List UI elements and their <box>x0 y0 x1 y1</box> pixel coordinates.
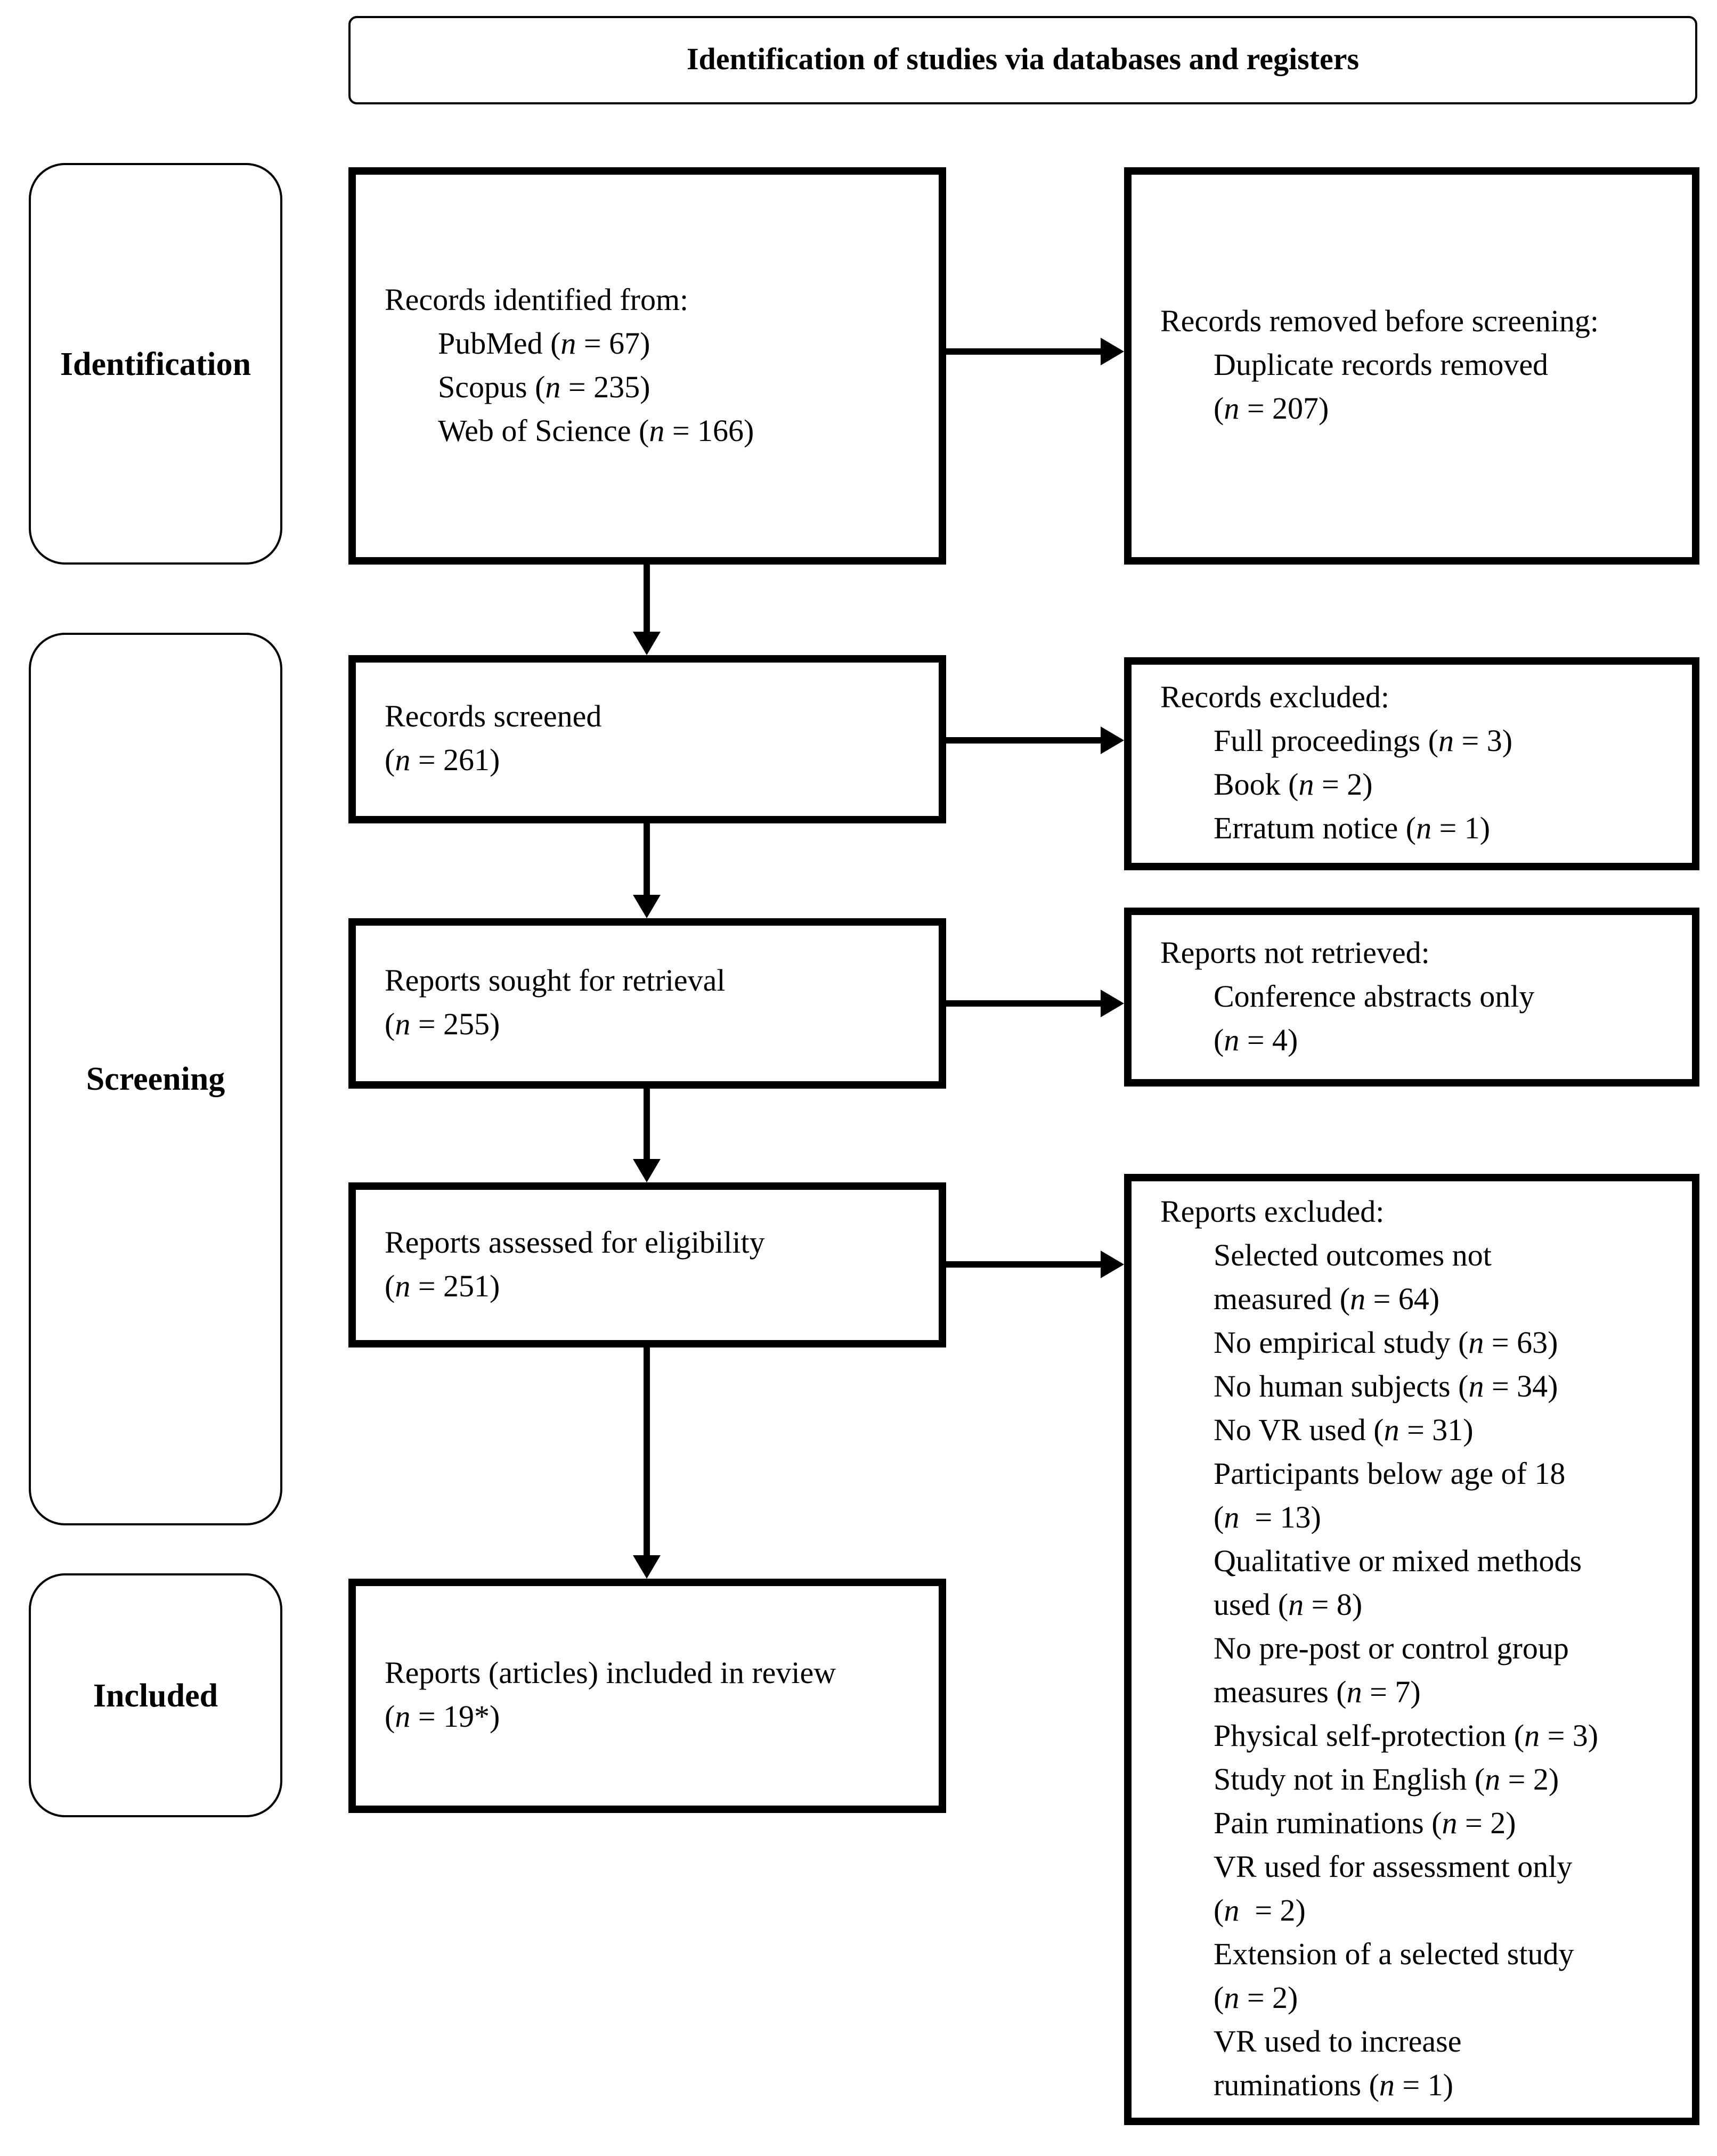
box-reports-assessed: Reports assessed for eligibility (n = 251… <box>348 1182 946 1348</box>
box-reports-sought: Reports sought for retrieval (n = 255) <box>348 918 946 1089</box>
text-line: measured (n = 64) <box>1214 1283 1440 1317</box>
text-line: Study not in English (n = 2) <box>1214 1763 1559 1797</box>
box-reports-not-retrieved: Reports not retrieved: Conference abstrac… <box>1124 908 1699 1087</box>
text-line: Book (n = 2) <box>1214 768 1373 802</box>
stage-label-identification: Identification <box>29 163 282 565</box>
text-line: VR used for assessment only <box>1214 1850 1573 1884</box>
stage-label-text: Identification <box>60 345 251 382</box>
stage-label-text: Screening <box>86 1060 225 1097</box>
arrow-right-shaft-1 <box>946 348 1103 355</box>
box-reports-included: Reports (articles) included in review (n … <box>348 1579 946 1813</box>
text-line: Scopus (n = 235) <box>438 370 650 404</box>
box-records-screened: Records screened (n = 261) <box>348 655 946 823</box>
box-reports-excluded: Reports excluded: Selected outcomes not me… <box>1124 1174 1699 2125</box>
text-line: (n = 13) <box>1214 1501 1321 1535</box>
text-line: (n = 4) <box>1214 1023 1298 1057</box>
text-line: Pain ruminations (n = 2) <box>1214 1807 1516 1841</box>
text-line: (n = 255) <box>385 1008 500 1042</box>
text-line: PubMed (n = 67) <box>438 326 650 361</box>
text-line: Physical self-protection (n = 3) <box>1214 1719 1599 1753</box>
text-line: Conference abstracts only <box>1214 979 1535 1014</box>
text-line: Records excluded: <box>1160 681 1390 715</box>
text-line: Full proceedings (n = 3) <box>1214 724 1513 758</box>
stage-label-included: Included <box>29 1573 282 1817</box>
text-line: (n = 19*) <box>385 1700 500 1734</box>
text-line: No human subjects (n = 34) <box>1214 1370 1558 1404</box>
stage-label-screening: Screening <box>29 633 282 1525</box>
text-line: Records removed before screening: <box>1160 305 1599 339</box>
arrow-right-shaft-3 <box>946 1000 1103 1007</box>
text-line: ruminations (n = 1) <box>1214 2069 1453 2103</box>
arrow-down-head-1 <box>633 632 661 655</box>
text-line: VR used to increase <box>1214 2025 1462 2059</box>
arrow-down-shaft-3 <box>644 1089 650 1163</box>
diagram-title: Identification of studies via databases … <box>348 16 1697 104</box>
text-line: (n = 2) <box>1214 1981 1298 2015</box>
text-line: Web of Science (n = 166) <box>438 414 754 448</box>
arrow-down-head-3 <box>633 1159 661 1182</box>
text-line: (n = 261) <box>385 744 500 778</box>
text-line: Reports not retrieved: <box>1160 936 1430 970</box>
text-line: (n = 207) <box>1214 392 1329 426</box>
text-line: No pre-post or control group <box>1214 1632 1569 1666</box>
arrow-down-head-2 <box>633 895 661 918</box>
stage-label-text: Included <box>93 1676 218 1713</box>
box-records-removed: Records removed before screening: Duplica… <box>1124 167 1699 565</box>
arrow-down-shaft-4 <box>644 1348 650 1559</box>
text-line: Reports (articles) included in review <box>385 1656 836 1690</box>
text-line: Erratum notice (n = 1) <box>1214 812 1491 846</box>
arrow-down-shaft-2 <box>644 823 650 897</box>
text-line: (n = 2) <box>1214 1894 1306 1928</box>
arrow-right-head-4 <box>1101 1251 1124 1278</box>
text-line: Records identified from: <box>385 283 689 317</box>
arrow-right-head-2 <box>1101 726 1124 754</box>
text-line: (n = 251) <box>385 1269 500 1303</box>
arrow-right-shaft-2 <box>946 737 1103 744</box>
box-records-identified: Records identified from: PubMed (n = 67) S… <box>348 167 946 565</box>
text-line: Reports assessed for eligibility <box>385 1226 765 1260</box>
arrow-right-head-3 <box>1101 990 1124 1017</box>
text-line: Duplicate records removed <box>1214 348 1549 382</box>
box-records-excluded: Records excluded: Full proceedings (n = 3… <box>1124 657 1699 870</box>
text-line: No VR used (n = 31) <box>1214 1414 1474 1448</box>
text-line: Reports sought for retrieval <box>385 964 726 998</box>
text-line: Qualitative or mixed methods <box>1214 1545 1582 1579</box>
arrow-down-shaft-1 <box>644 565 650 636</box>
arrow-right-shaft-4 <box>946 1261 1103 1268</box>
text-line: No empirical study (n = 63) <box>1214 1326 1558 1360</box>
text-line: Extension of a selected study <box>1214 1938 1574 1972</box>
text-line: Reports excluded: <box>1160 1195 1385 1229</box>
text-line: Records screened <box>385 700 602 734</box>
text-line: measures (n = 7) <box>1214 1676 1421 1710</box>
text-line: used (n = 8) <box>1214 1588 1363 1622</box>
arrow-down-head-4 <box>633 1555 661 1579</box>
text-line: Participants below age of 18 <box>1214 1457 1566 1491</box>
text-line: Selected outcomes not <box>1214 1239 1492 1273</box>
arrow-right-head-1 <box>1101 338 1124 365</box>
